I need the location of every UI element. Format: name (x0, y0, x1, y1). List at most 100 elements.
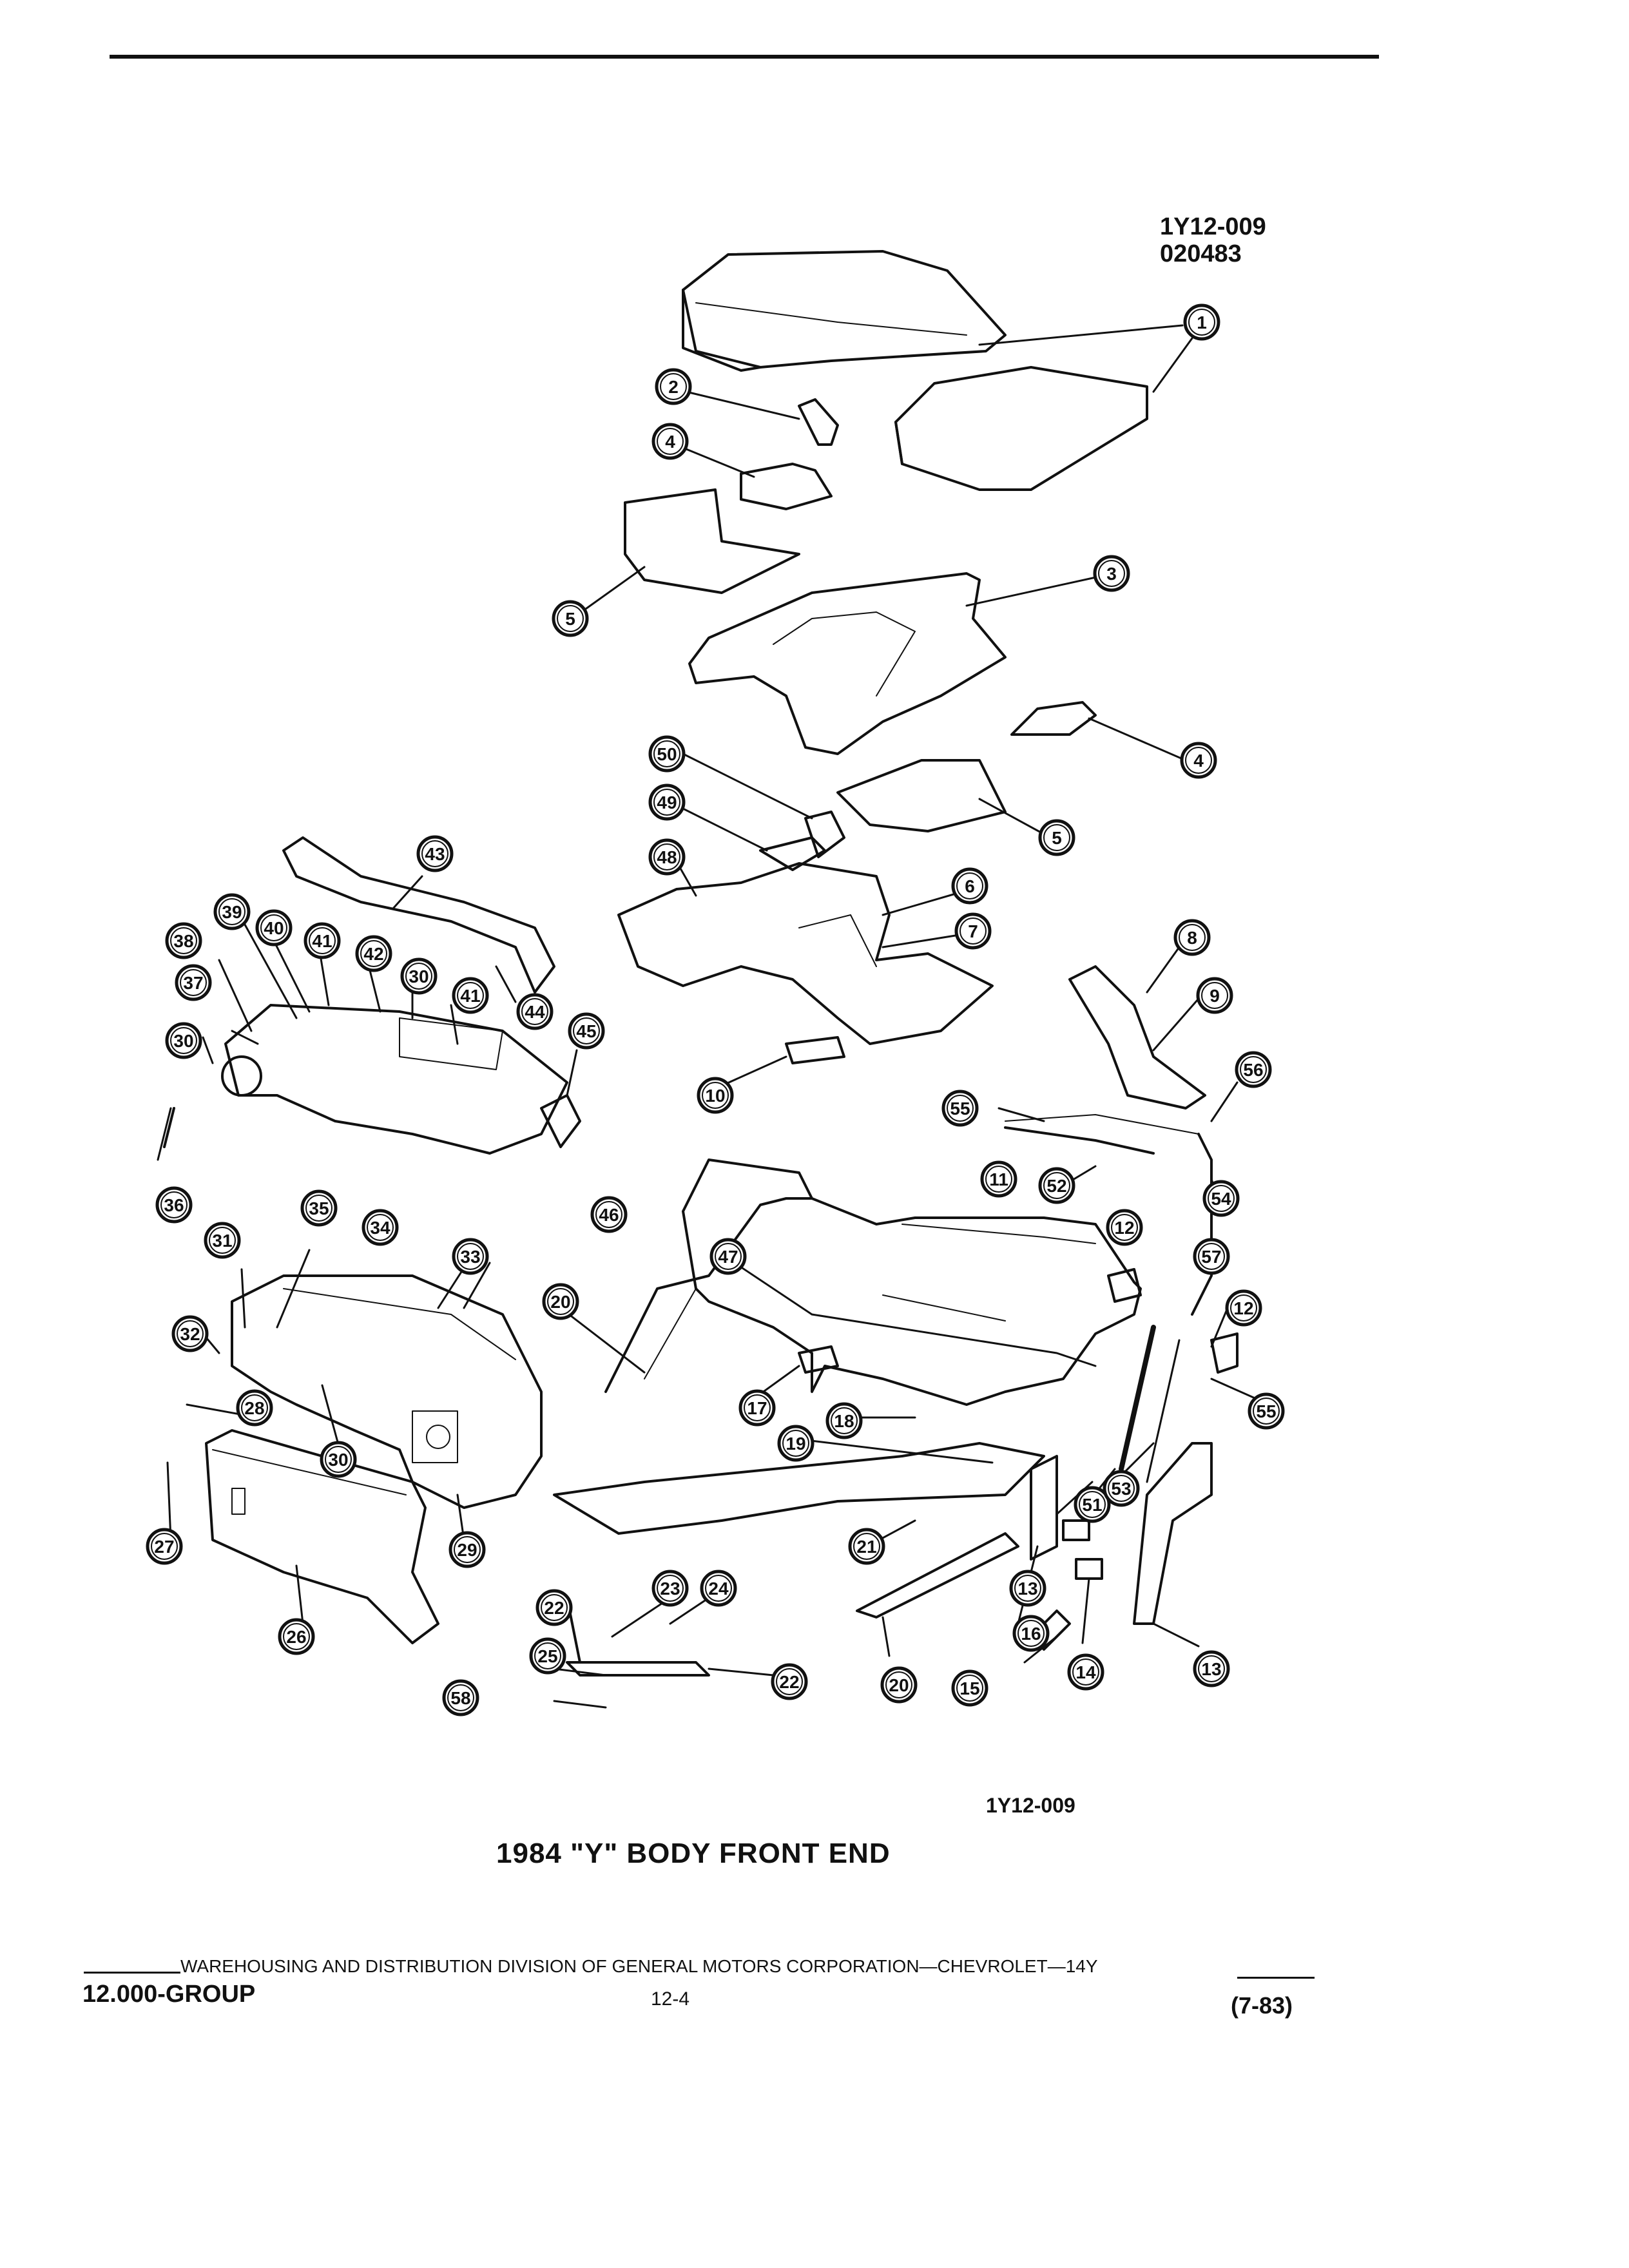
callout-34: 34 (361, 1209, 399, 1246)
callout-label: 4 (1193, 751, 1204, 771)
callout-50: 50 (648, 735, 686, 773)
callout-label: 52 (1046, 1176, 1066, 1196)
callout-41: 41 (304, 922, 341, 959)
part-13-pillar-lower (1133, 1442, 1213, 1625)
callout-4: 4 (1180, 742, 1217, 779)
callout-5: 5 (1038, 819, 1075, 856)
callout-30: 30 (165, 1022, 202, 1059)
part-47-cowl-panel (682, 1158, 1142, 1406)
callout-37: 37 (175, 964, 212, 1001)
callout-label: 44 (525, 1002, 545, 1022)
callout-label: 42 (363, 944, 383, 964)
callout-56: 56 (1235, 1051, 1272, 1088)
callout-label: 55 (1256, 1401, 1276, 1421)
figure-code-bottom: 1Y12-009 (986, 1794, 1075, 1817)
part-53-molding (1119, 1325, 1156, 1472)
callout-label: 13 (1201, 1659, 1221, 1679)
part-17-bracket (798, 1345, 839, 1374)
callout-20: 20 (880, 1666, 918, 1704)
callout-31: 31 (204, 1222, 241, 1259)
callout-label: 11 (989, 1169, 1008, 1189)
callout-label: 57 (1201, 1247, 1221, 1267)
callout-label: 22 (544, 1598, 564, 1618)
callout-label: 46 (599, 1205, 619, 1225)
callout-29: 29 (448, 1531, 486, 1568)
callout-11: 11 (980, 1160, 1017, 1198)
callout-label: 40 (264, 918, 284, 938)
callout-label: 29 (457, 1540, 477, 1560)
part-29-front-apron (231, 1274, 543, 1509)
callout-55: 55 (941, 1090, 979, 1127)
part-20-rail-left (604, 1197, 813, 1393)
callout-47: 47 (709, 1238, 747, 1275)
callout-label: 7 (968, 921, 978, 941)
callout-21: 21 (848, 1528, 885, 1565)
callout-label: 32 (180, 1324, 200, 1344)
callout-label: 5 (1052, 828, 1062, 848)
footer-rule-left (84, 1972, 180, 1974)
figure-code-top: 1Y12-009 (1160, 213, 1266, 240)
callout-4: 4 (651, 423, 689, 460)
callout-label: 30 (173, 1031, 193, 1051)
callout-49: 49 (648, 783, 686, 821)
callout-8: 8 (1173, 919, 1211, 956)
callout-label: 41 (312, 931, 332, 951)
callout-label: 21 (856, 1537, 876, 1557)
part-50-bracket (804, 811, 845, 858)
callout-label: 15 (959, 1678, 979, 1698)
callout-54: 54 (1202, 1180, 1240, 1217)
callout-label: 49 (657, 793, 677, 812)
callout-label: 18 (834, 1411, 854, 1431)
callout-label: 35 (309, 1198, 329, 1218)
callout-label: 8 (1187, 928, 1197, 948)
footer-rule-right (1237, 1977, 1315, 1979)
callout-52: 52 (1038, 1167, 1075, 1204)
footer-group: 12.000-GROUP (82, 1981, 256, 2008)
callout-label: 16 (1021, 1624, 1041, 1644)
callout-14: 14 (1067, 1653, 1104, 1691)
callout-30: 30 (400, 957, 438, 995)
callout-53: 53 (1103, 1470, 1140, 1507)
callout-48: 48 (648, 838, 686, 876)
callout-28: 28 (236, 1389, 273, 1427)
callout-label: 51 (1082, 1495, 1102, 1515)
callout-label: 39 (222, 902, 242, 922)
callout-15: 15 (951, 1669, 988, 1707)
callout-33: 33 (452, 1238, 489, 1275)
callout-13: 13 (1193, 1650, 1230, 1687)
callout-label: 26 (286, 1627, 306, 1647)
callout-label: 9 (1210, 986, 1220, 1006)
callout-22: 22 (771, 1663, 808, 1700)
part-20-brace-lower (856, 1532, 1019, 1619)
callout-1: 1 (1183, 303, 1220, 341)
callout-label: 12 (1233, 1298, 1253, 1318)
part-10-bracket (785, 1036, 845, 1064)
callout-24: 24 (700, 1570, 737, 1607)
part-52-molding (1004, 1126, 1155, 1155)
callout-label: 12 (1114, 1218, 1134, 1238)
callout-46: 46 (590, 1196, 628, 1233)
top-rule (110, 55, 1379, 59)
callout-label: 4 (665, 432, 675, 452)
part-frame-lower (553, 1442, 1045, 1535)
callout-18: 18 (825, 1402, 863, 1439)
callout-label: 58 (450, 1688, 470, 1708)
callout-30: 30 (320, 1441, 357, 1478)
callout-40: 40 (255, 909, 293, 947)
callout-label: 55 (950, 1099, 970, 1119)
part-3-floor-insulator (688, 572, 1007, 755)
callout-label: 36 (164, 1195, 184, 1215)
callout-41: 41 (452, 977, 489, 1014)
part-2-bracket (798, 398, 839, 446)
figure-caption: 1984 "Y" BODY FRONT END (496, 1838, 891, 1869)
part-48-floor-pan (617, 862, 994, 1045)
footer-revision: (7-83) (1231, 1992, 1293, 2019)
callout-42: 42 (355, 935, 392, 972)
callout-51: 51 (1074, 1486, 1111, 1523)
callout-label: 27 (154, 1537, 174, 1557)
callout-45: 45 (568, 1012, 605, 1050)
callout-label: 23 (660, 1579, 680, 1599)
footer-page-number: 12-4 (651, 1988, 690, 2010)
callout-label: 19 (786, 1434, 805, 1454)
